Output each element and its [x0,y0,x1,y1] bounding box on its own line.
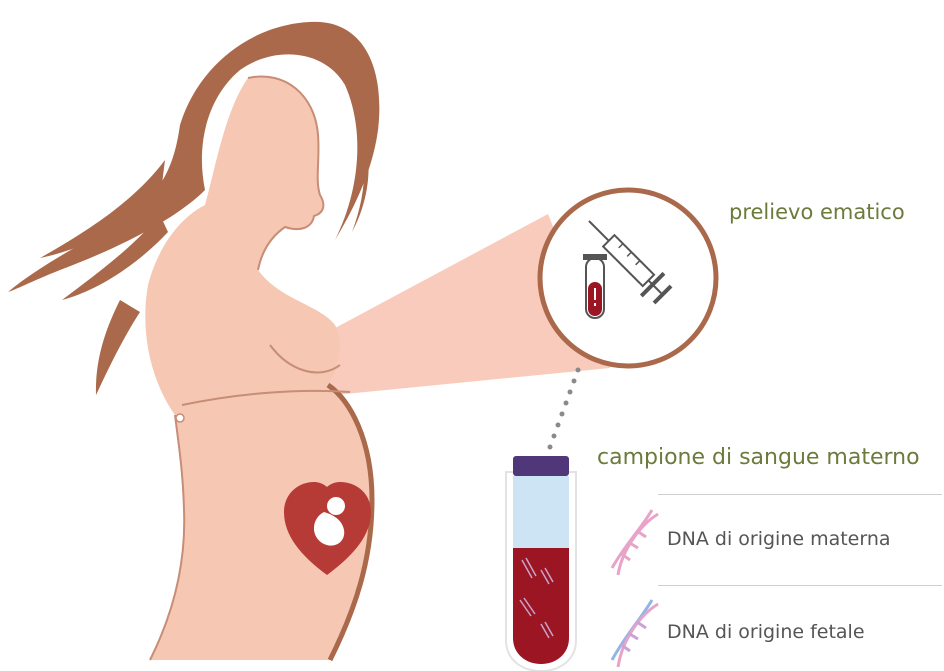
maternal-dna-label: DNA di origine materna [667,528,891,550]
maternal-sample-label: campione di sangue materno [597,445,920,470]
sample-tube [506,456,576,671]
fetal-dna-label: DNA di origine fetale [667,621,865,643]
dna-helix-icon-maternal [612,510,658,575]
blood-draw-label: prelievo ematico [729,200,905,224]
blood-tube-icon [583,254,607,318]
divider-bottom [658,585,942,586]
divider-top [658,494,942,495]
magnifier-circle [540,190,716,366]
dotted-connector [548,368,581,450]
dna-helix-icon-fetal [612,600,658,667]
